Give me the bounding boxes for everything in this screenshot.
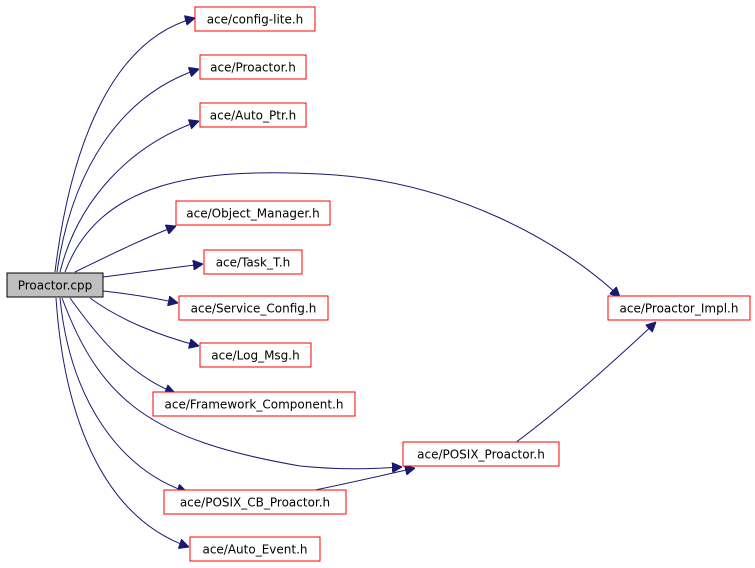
node-root[interactable]: Proactor.cpp — [6, 272, 104, 298]
node-auto-ptr-box — [199, 102, 307, 128]
node-service-config[interactable]: ace/Service_Config.h — [178, 295, 329, 321]
edge-root-to-log-msg — [89, 297, 199, 346]
edge-root-to-posix-cb-proactor — [59, 297, 187, 492]
node-object-manager[interactable]: ace/Object_Manager.h — [175, 200, 331, 226]
edge-root-to-service-config — [102, 290, 178, 303]
node-object-manager-label: ace/Object_Manager.h — [186, 207, 319, 221]
node-posix-cb-proactor[interactable]: ace/POSIX_CB_Proactor.h — [163, 489, 347, 515]
node-proactor-h-label: ace/Proactor.h — [210, 61, 296, 75]
edge-root-to-framework-component — [69, 297, 175, 393]
edge-posix-proactor-to-proactor-impl — [514, 322, 656, 444]
node-service-config-label: ace/Service_Config.h — [191, 302, 317, 316]
node-log-msg-label: ace/Log_Msg.h — [211, 349, 299, 363]
node-config-lite[interactable]: ace/config-lite.h — [194, 6, 316, 32]
node-task-t-label: ace/Task_T.h — [216, 256, 291, 270]
edge-root-to-config-lite — [54, 18, 195, 273]
node-proactor-impl-label: ace/Proactor_Impl.h — [620, 302, 739, 316]
edge-root-to-object-manager — [74, 226, 176, 273]
node-proactor-h[interactable]: ace/Proactor.h — [199, 54, 307, 80]
node-object-manager-box — [175, 200, 331, 226]
node-auto-ptr-label: ace/Auto_Ptr.h — [210, 109, 296, 123]
node-config-lite-label: ace/config-lite.h — [207, 13, 304, 27]
node-auto-event-box — [189, 536, 321, 562]
node-framework-component-box — [152, 391, 356, 417]
node-proactor-impl-box — [607, 295, 751, 321]
node-proactor-impl[interactable]: ace/Proactor_Impl.h — [607, 295, 751, 321]
node-config-lite-box — [194, 6, 316, 32]
node-root-box — [6, 272, 104, 298]
node-framework-component[interactable]: ace/Framework_Component.h — [152, 391, 356, 417]
edge-root-to-auto-event — [55, 297, 189, 547]
node-auto-event-label: ace/Auto_Event.h — [202, 543, 307, 557]
node-root-label: Proactor.cpp — [18, 279, 93, 293]
edge-root-to-task-t — [102, 264, 203, 278]
node-auto-ptr[interactable]: ace/Auto_Ptr.h — [199, 102, 307, 128]
node-posix-proactor[interactable]: ace/POSIX_Proactor.h — [402, 441, 560, 467]
edge-root-to-proactor-impl — [64, 172, 620, 297]
node-task-t-box — [203, 249, 303, 275]
node-auto-event[interactable]: ace/Auto_Event.h — [189, 536, 321, 562]
edge-posix-cb-to-posix-proactor — [309, 468, 415, 492]
node-framework-component-label: ace/Framework_Component.h — [165, 398, 344, 412]
node-posix-cb-proactor-label: ace/POSIX_CB_Proactor.h — [180, 496, 330, 510]
edge-root-to-proactor-h — [56, 69, 199, 273]
edges — [54, 18, 656, 547]
node-posix-cb-proactor-box — [163, 489, 347, 515]
node-service-config-box — [178, 295, 329, 321]
node-log-msg-box — [199, 342, 312, 368]
edge-root-to-auto-ptr — [59, 121, 199, 273]
edge-root-to-posix-proactor — [61, 297, 402, 469]
node-proactor-h-box — [199, 54, 307, 80]
node-task-t[interactable]: ace/Task_T.h — [203, 249, 303, 275]
node-log-msg[interactable]: ace/Log_Msg.h — [199, 342, 312, 368]
node-posix-proactor-box — [402, 441, 560, 467]
node-posix-proactor-label: ace/POSIX_Proactor.h — [417, 448, 545, 462]
